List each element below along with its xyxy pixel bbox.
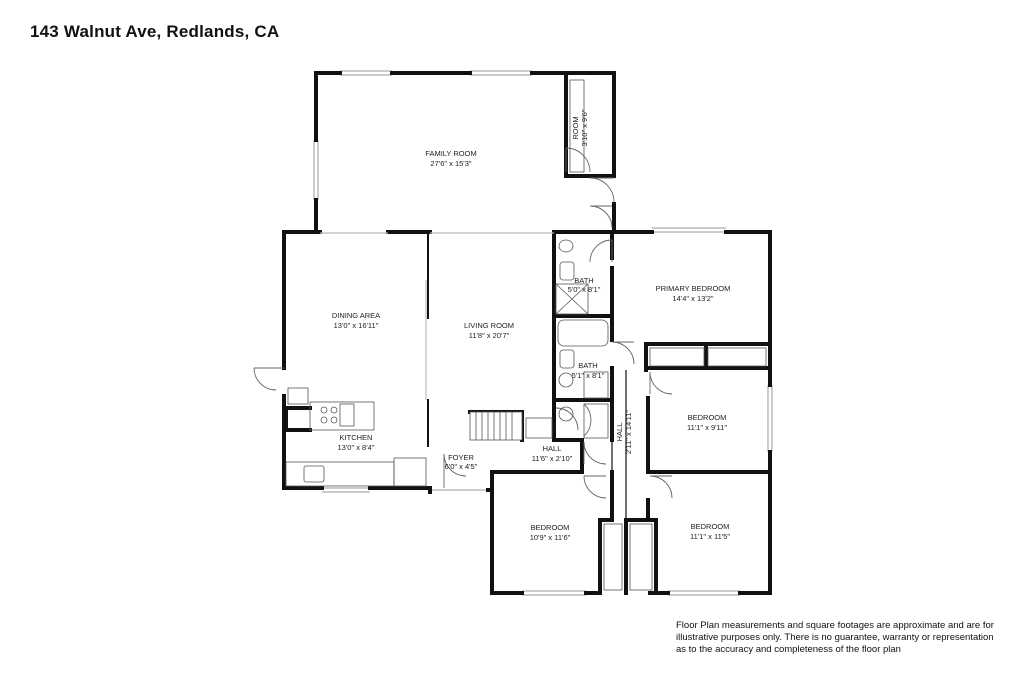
dims-bedroom-right: 11'1" x 9'11" [687, 423, 727, 432]
dims-primary-bedroom: 14'4" x 13'2" [672, 294, 713, 303]
label-hall-vertical: HALL [615, 423, 624, 442]
label-hall-horizontal: HALL [543, 444, 562, 453]
label-bath-1: BATH [574, 276, 593, 285]
dims-bath-2: 5'1" x 8'1" [572, 371, 605, 380]
label-living-room: LIVING ROOM [464, 321, 514, 330]
room-labels: FAMILY ROOM 27'6" x 15'3" ROOM 3'10" x 9… [332, 109, 731, 542]
disclaimer-line-2: illustrative purposes only. There is no … [676, 632, 994, 643]
label-bedroom-bottom-right: BEDROOM [691, 522, 730, 531]
dims-hall-horizontal: 11'6" x 2'10" [532, 454, 573, 463]
dims-family-room: 27'6" x 15'3" [430, 159, 471, 168]
label-family-room: FAMILY ROOM [425, 149, 476, 158]
doors [253, 147, 673, 499]
dims-bath-1: 5'0" x 8'1" [568, 285, 601, 294]
dims-room: 3'10" x 9'6" [580, 109, 589, 146]
dims-bedroom-bottom-right: 11'1" x 11'5" [690, 532, 730, 541]
disclaimer-line-1: Floor Plan measurements and square foota… [676, 620, 994, 631]
label-bath-2: BATH [578, 361, 597, 370]
disclaimer-line-3: as to the accuracy and completeness of t… [676, 644, 901, 655]
partitions [320, 232, 627, 520]
dims-dining-area: 13'0" x 16'11" [334, 321, 379, 330]
fixtures [285, 79, 767, 591]
label-dining-area: DINING AREA [332, 311, 380, 320]
dims-bedroom-bottom-left: 10'9" x 11'6" [530, 533, 571, 542]
dims-living-room: 11'8" x 20'7" [469, 331, 510, 340]
disclaimer: Floor Plan measurements and square foota… [676, 620, 1016, 656]
walls [282, 71, 772, 595]
label-bedroom-right: BEDROOM [688, 413, 727, 422]
dims-foyer: 6'0" x 4'5" [445, 462, 478, 471]
label-kitchen: KITCHEN [340, 433, 373, 442]
windows [313, 70, 773, 596]
dims-hall-vertical: 2'11" x 14'11" [624, 410, 633, 455]
label-bedroom-bottom-left: BEDROOM [531, 523, 570, 532]
label-foyer: FOYER [448, 453, 474, 462]
dims-kitchen: 13'0" x 8'4" [338, 443, 375, 452]
label-room: ROOM [571, 116, 580, 139]
plan-title: 143 Walnut Ave, Redlands, CA [30, 22, 280, 41]
label-primary-bedroom: PRIMARY BEDROOM [656, 284, 731, 293]
